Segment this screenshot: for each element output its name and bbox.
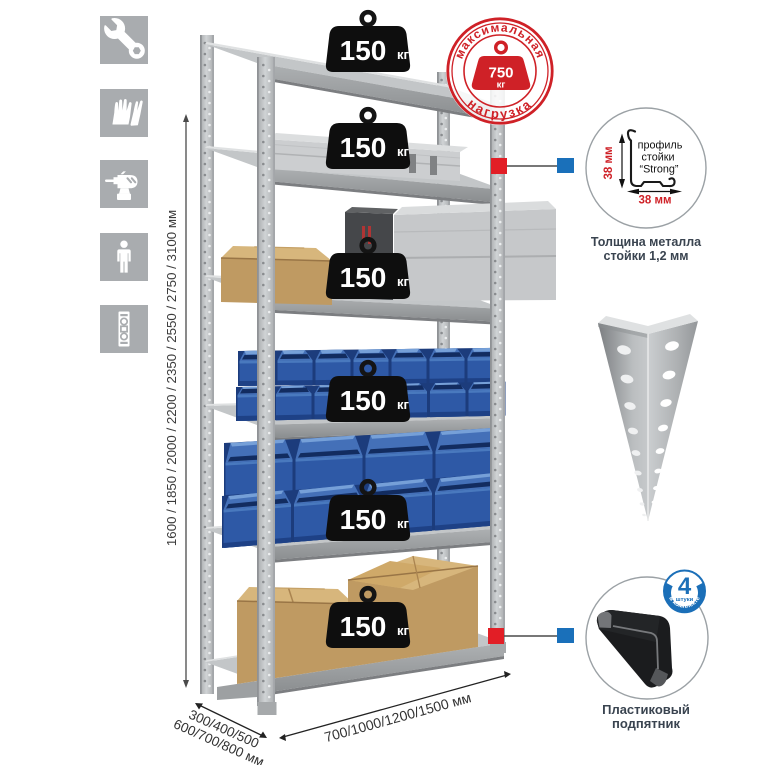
svg-text:кг: кг xyxy=(397,47,410,62)
svg-text:150: 150 xyxy=(340,35,387,66)
svg-text:700/1000/1200/1500 мм: 700/1000/1200/1500 мм xyxy=(322,689,472,745)
svg-text:кг: кг xyxy=(397,144,410,159)
svg-text:штуки: штуки xyxy=(676,597,694,603)
svg-text:“Strong”: “Strong” xyxy=(639,164,678,176)
svg-text:150: 150 xyxy=(340,504,387,535)
svg-text:кг: кг xyxy=(397,397,410,412)
svg-text:кг: кг xyxy=(397,623,410,638)
svg-text:1600 / 1850 / 2000 / 2200 / 23: 1600 / 1850 / 2000 / 2200 / 2350 / 2550 … xyxy=(164,210,179,546)
svg-text:38 мм: 38 мм xyxy=(638,195,671,207)
svg-text:4: 4 xyxy=(678,573,692,600)
svg-text:38 мм: 38 мм xyxy=(603,146,615,179)
svg-text:150: 150 xyxy=(340,132,387,163)
svg-text:кг: кг xyxy=(497,80,506,91)
svg-text:150: 150 xyxy=(340,385,387,416)
svg-text:150: 150 xyxy=(340,611,387,642)
svg-text:профиль: профиль xyxy=(638,140,683,152)
svg-text:стойки: стойки xyxy=(641,152,674,164)
svg-text:кг: кг xyxy=(397,274,410,289)
svg-text:кг: кг xyxy=(397,516,410,531)
svg-text:150: 150 xyxy=(340,262,387,293)
svg-text:750: 750 xyxy=(488,65,513,82)
